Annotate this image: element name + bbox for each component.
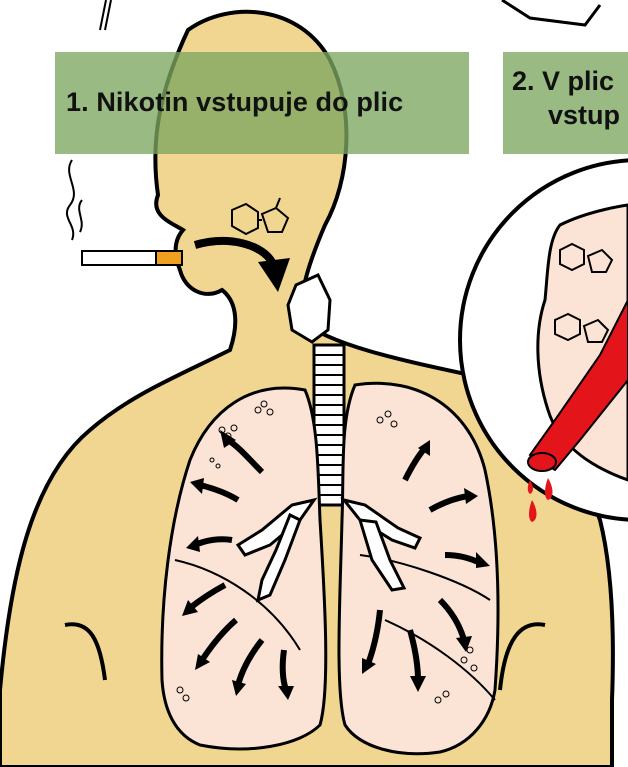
step-1-banner: 1. Nikotin vstupuje do plic [55,52,469,154]
step-1-label: 1. Nikotin vstupuje do plic [66,87,403,118]
top-left-line [100,0,111,30]
step-2-label: 2. V plic vstup [512,64,620,132]
step-2-line-2: vstup [512,98,620,132]
step-2-banner: 2. V plic vstup [503,52,628,154]
top-right-shape [502,0,600,25]
step-2-line-1: 2. V plic [512,64,620,98]
cigarette-icon [82,251,182,265]
smoke-icon [67,160,82,240]
